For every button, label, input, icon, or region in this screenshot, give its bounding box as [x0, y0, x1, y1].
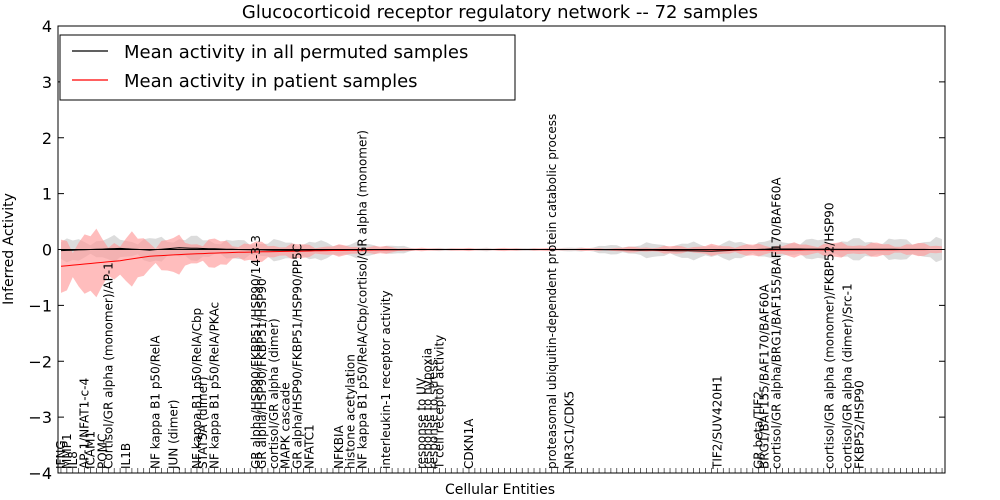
x-tick-label: FKBP52/HSP90 — [852, 380, 866, 469]
y-tick-label: −4 — [28, 464, 52, 483]
x-tick-label: cortisol/GR alpha (dimer)/Src-1 — [840, 283, 854, 469]
legend-label-permuted: Mean activity in all permuted samples — [124, 42, 468, 63]
y-tick-label: 3 — [42, 73, 52, 92]
x-tick-label: IL1B — [119, 443, 133, 469]
x-tick-label: NF kappa B1 p50/RelA/PKAc — [208, 302, 222, 469]
x-tick-label: NFKBIA — [332, 424, 346, 469]
x-tick-label: GR alpha/HSP90/FKBP51/HSP90/PP5C — [291, 244, 305, 469]
x-tick-label: NFATC1 — [302, 424, 316, 469]
y-tick-label: 0 — [42, 241, 52, 260]
x-tick-label: NF kappa B1 p50/RelA/Cbp/cortisol/GR alp… — [356, 130, 370, 469]
y-tick-label: −3 — [28, 408, 52, 427]
x-tick-label: cortisol/GR alpha/BRG1/BAF155/BAF170/BAF… — [770, 177, 784, 469]
x-tick-label: STAT5A (dimer) — [196, 376, 210, 469]
legend-label-patient: Mean activity in patient samples — [124, 71, 418, 92]
x-tick-label: cortisol/GR alpha (dimer) — [267, 318, 281, 469]
x-tick-label: POMC — [95, 434, 109, 469]
x-tick-label: interleukin-1 receptor activity — [379, 290, 393, 469]
legend: Mean activity in all permuted samples Me… — [59, 34, 516, 101]
x-tick-label: response to UV — [415, 377, 429, 469]
variability-bands — [61, 228, 942, 298]
x-tick-label: CDKN1A — [462, 418, 476, 469]
legend-box — [59, 34, 516, 101]
x-tick-label: T cell receptor activity — [432, 335, 446, 470]
y-tick-label: 1 — [42, 185, 52, 204]
y-tick-label: 4 — [42, 17, 52, 36]
x-tick-label: GR beta/TIF2 — [752, 391, 766, 469]
x-tick-label: TIF2/SUV420H1 — [710, 375, 724, 470]
x-tick-label: GR alpha/HSP90/FKBP51/HSP90/14-3-3 — [249, 235, 263, 469]
x-tick-label: IFNG — [54, 440, 68, 469]
x-tick-label: GR alpha/HSP90/FKBP51/HSP90 — [255, 278, 269, 469]
x-tick-label: response to stress — [427, 359, 441, 469]
x-tick-label: cortisol/GR alpha (monomer)/FKBP52/HSP90 — [823, 202, 837, 469]
x-tick-label: response to hypoxia — [421, 348, 435, 469]
x-tick-label: histone acetylation — [344, 354, 358, 469]
x-tick-label: MAPK cascade — [279, 382, 293, 469]
x-axis-label: Cellular Entities — [445, 482, 555, 498]
y-tick-label: 2 — [42, 129, 52, 148]
x-tick-label: Cortisol/GR alpha (monomer)/AP-1 — [101, 262, 115, 469]
x-tick-label: IL8 — [66, 451, 80, 469]
x-tick-label: NR3C1/CDK5 — [563, 391, 577, 469]
y-axis-ticks: −4 −3 −2 −1 0 1 2 3 4 — [28, 17, 945, 483]
x-tick-label: BRG1/BAF155/BAF170/BAF60A — [758, 283, 772, 469]
x-axis-ticks: IFNGMMP1IL8AP-1/NFAT1-c-4ICAM1POMCCortis… — [54, 114, 943, 473]
x-tick-label: NF kappa B1 p50/RelA — [149, 335, 163, 469]
chart-title: Glucocorticoid receptor regulatory netwo… — [242, 2, 758, 23]
x-tick-label: ICAM1 — [84, 431, 98, 469]
x-tick-label: proteasomal ubiquitin-dependent protein … — [545, 114, 559, 469]
x-tick-label: MMP1 — [60, 433, 74, 469]
y-tick-label: −1 — [28, 296, 52, 315]
y-axis-label: Inferred Activity — [1, 193, 17, 305]
y-tick-label: −2 — [28, 352, 52, 371]
x-tick-label: NF kappa B1 p50/RelA/Cbp — [190, 308, 204, 469]
x-tick-label: AP-1/NFAT1-c-4 — [78, 378, 92, 469]
x-tick-label: JUN (dimer) — [166, 400, 180, 470]
